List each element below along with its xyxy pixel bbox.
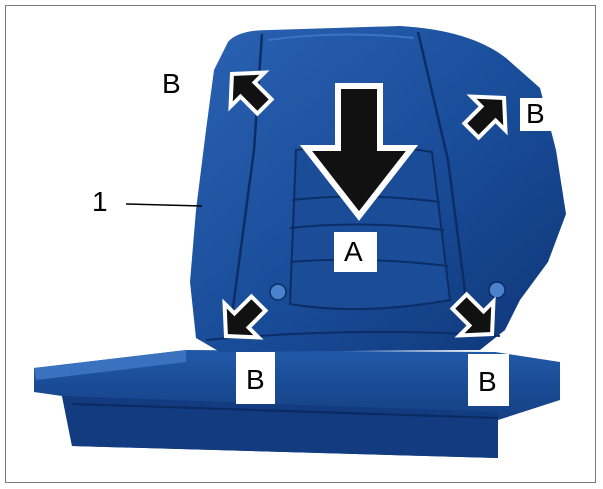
label-b-bottom-right: B	[468, 354, 509, 406]
right-stud-icon	[488, 281, 506, 299]
seat-base	[34, 350, 560, 458]
label-b-top-right: B	[520, 98, 551, 131]
part-1-leader-line	[125, 203, 203, 207]
label-b-bottom-left: B	[236, 352, 275, 404]
arrow-b-top-right-icon	[461, 94, 508, 141]
label-b-top-left: B	[162, 68, 181, 99]
left-stud-icon	[269, 283, 287, 301]
arrow-a-icon	[299, 83, 419, 221]
label-a-center: A	[334, 232, 377, 272]
arrow-b-top-left-icon	[228, 70, 275, 117]
arrow-b-bottom-left-icon	[222, 293, 269, 340]
arrow-b-bottom-right-icon	[449, 291, 496, 338]
label-part-1: 1	[92, 186, 108, 217]
